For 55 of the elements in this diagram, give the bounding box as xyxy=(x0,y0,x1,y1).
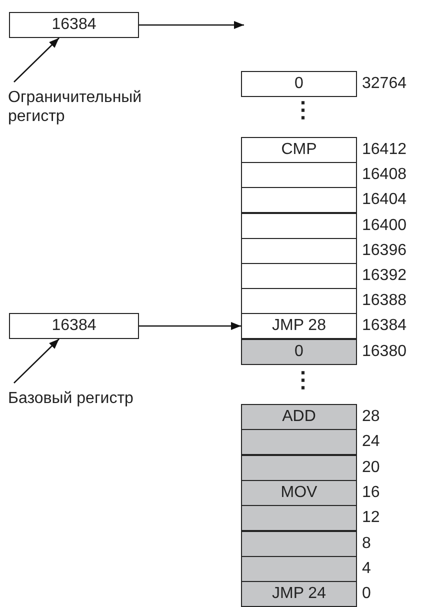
address-label: 4 xyxy=(362,558,371,579)
memory-cell xyxy=(241,530,357,556)
register-box xyxy=(9,313,139,339)
address-label: 16404 xyxy=(362,190,406,210)
memory-cell xyxy=(241,480,357,506)
address-label: 16388 xyxy=(362,291,406,312)
memory-cell xyxy=(241,137,357,163)
ellipsis-mark: ⋮ xyxy=(292,368,314,392)
memory-cell xyxy=(241,288,357,314)
address-label: 28 xyxy=(362,407,380,427)
memory-cell xyxy=(241,212,357,239)
register-label: Базовый регистр xyxy=(8,389,158,408)
memory-cell xyxy=(241,187,357,214)
address-label: 16408 xyxy=(362,165,406,186)
memory-cell xyxy=(241,263,357,289)
memory-word: JMP 28 xyxy=(272,317,326,336)
address-label: 12 xyxy=(362,508,380,528)
register-box xyxy=(9,12,139,38)
address-label: 24 xyxy=(362,432,380,452)
memory-cell xyxy=(241,162,357,188)
address-label: 16392 xyxy=(362,266,406,286)
address-label: 8 xyxy=(362,534,371,554)
memory-cell xyxy=(241,454,357,481)
memory-word: JMP 24 xyxy=(272,585,326,604)
arrow xyxy=(139,322,241,330)
memory-cell xyxy=(241,338,357,365)
memory-word: MOV xyxy=(280,484,318,502)
memory-cell xyxy=(241,238,357,264)
register-value: 16384 xyxy=(52,317,96,335)
address-label: 32764 xyxy=(362,74,406,94)
memory-word: 0 xyxy=(294,342,304,361)
memory-word: CMP xyxy=(281,141,317,159)
register-label: Ограничительный регистр xyxy=(8,88,158,126)
address-label: 16400 xyxy=(362,216,406,236)
memory-cell xyxy=(241,505,357,532)
memory-word: 0 xyxy=(294,75,304,93)
memory-cell xyxy=(241,404,357,430)
register-value: 16384 xyxy=(52,16,96,34)
address-label: 16412 xyxy=(362,140,406,160)
memory-cell xyxy=(241,429,357,456)
memory-cell xyxy=(241,71,357,97)
address-label: 20 xyxy=(362,458,380,478)
leader-arrow xyxy=(14,38,60,82)
memory-cell xyxy=(241,581,357,607)
memory-cell xyxy=(241,313,357,340)
ellipsis-mark: ⋮ xyxy=(292,98,314,122)
address-label: 16384 xyxy=(362,316,406,336)
leader-arrow xyxy=(14,338,60,384)
arrow xyxy=(139,21,244,29)
memory-cell xyxy=(241,556,357,582)
address-label: 0 xyxy=(362,584,371,604)
memory-word: ADD xyxy=(282,408,316,426)
address-label: 16380 xyxy=(362,342,406,362)
address-label: 16396 xyxy=(362,240,406,261)
address-label: 16 xyxy=(362,482,380,503)
